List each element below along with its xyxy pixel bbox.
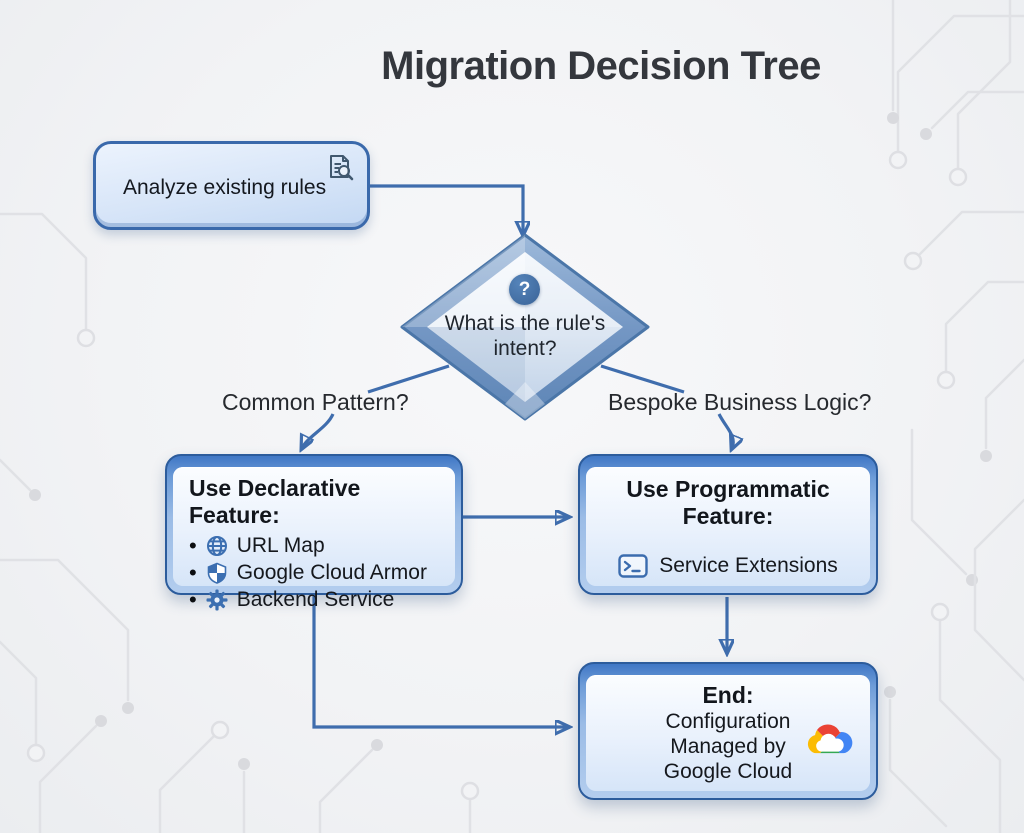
diamond-shape <box>400 233 650 421</box>
connector-decision-to-left-label <box>367 364 450 394</box>
connector-decision-to-right-label <box>600 364 685 394</box>
question-badge-icon: ? <box>509 274 540 305</box>
declarative-header: Use Declarative Feature: <box>189 475 361 528</box>
programmatic-header: Use Programmatic Feature: <box>626 476 830 530</box>
globe-icon <box>206 536 227 556</box>
document-search-icon <box>330 155 354 181</box>
end-header: End: <box>702 682 754 708</box>
list-item-service-extensions: Service Extensions <box>586 554 870 578</box>
end-node: End: Configuration Managed by Google Clo… <box>578 662 878 800</box>
decision-question: What is the rule's intent? <box>444 312 606 361</box>
connector-analyze-to-decision <box>370 184 523 234</box>
end-line: Managed by <box>670 735 786 759</box>
connector-declarative-to-end <box>312 595 568 727</box>
end-line: Configuration <box>665 710 791 733</box>
branch-label-bespoke-logic: Bespoke Business Logic? <box>608 389 872 415</box>
bullet-dot <box>189 562 197 584</box>
end-line: Google Cloud <box>663 760 793 784</box>
bullet-dot <box>189 535 197 557</box>
list-item-backend-service: Backend Service <box>189 588 455 612</box>
branch-label-common-pattern: Common Pattern? <box>222 389 409 415</box>
analyze-label: Analyze existing rules <box>123 176 327 199</box>
declarative-feature-list: URL Map Google Cloud Armor <box>173 534 455 612</box>
analyze-existing-rules-node: Analyze existing rules <box>93 141 370 230</box>
page-title: Migration Decision Tree <box>381 44 821 88</box>
connector-left-label-to-declarative <box>302 413 335 448</box>
declarative-feature-node: Use Declarative Feature: URL Map <box>165 454 463 611</box>
terminal-icon <box>618 554 648 578</box>
bullet-dot <box>189 589 197 611</box>
connector-right-label-to-programmatic <box>717 413 733 448</box>
gear-icon <box>206 589 228 611</box>
shield-icon <box>207 562 227 584</box>
decision-diamond-node: ? What is the rule's intent? <box>395 232 655 422</box>
list-item-url-map: URL Map <box>189 534 455 558</box>
google-cloud-logo <box>807 724 853 754</box>
programmatic-feature-node: Use Programmatic Feature: Service Extens… <box>578 454 878 595</box>
list-item-cloud-armor: Google Cloud Armor <box>189 561 455 585</box>
